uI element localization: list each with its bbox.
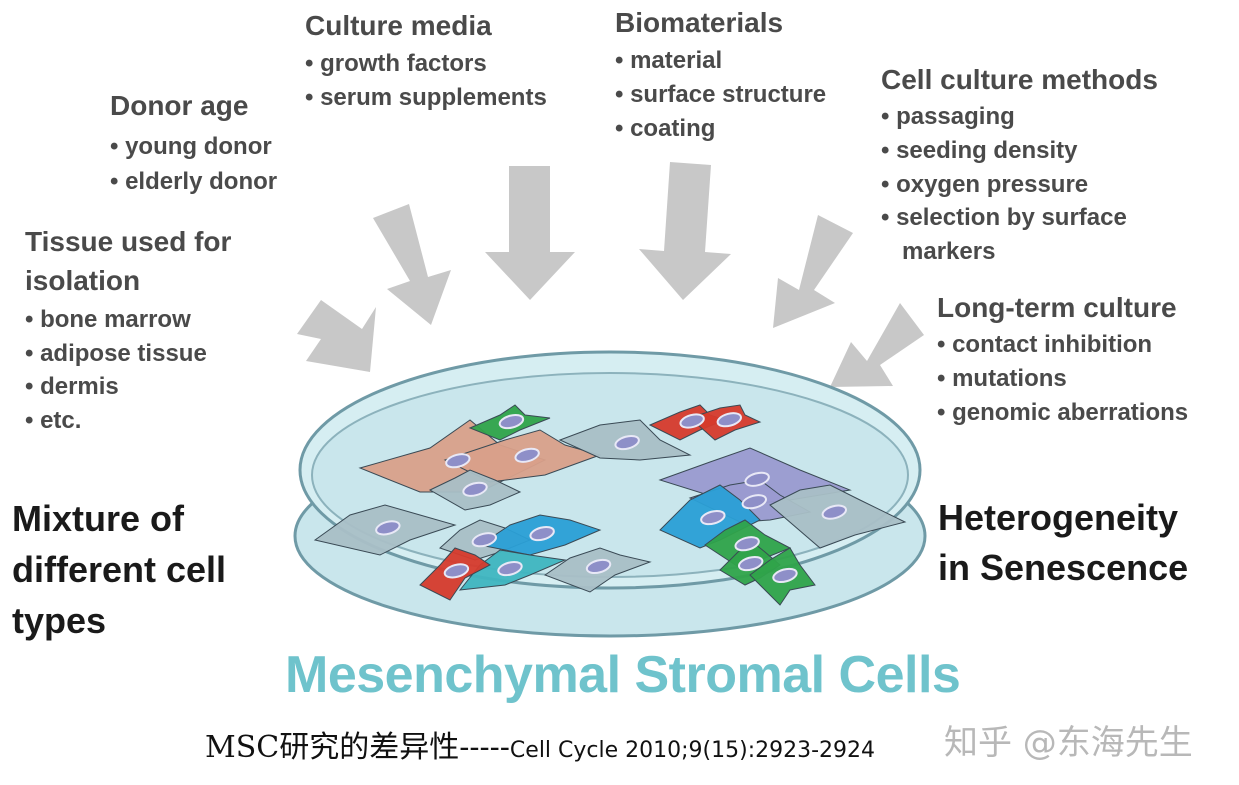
cell-nucleus (462, 481, 488, 497)
tissue-item: • bone marrow (25, 306, 191, 333)
cell-nucleus (700, 509, 726, 526)
cell-nucleus (471, 532, 497, 548)
cell-nucleus (772, 567, 798, 584)
long-term-item: • mutations (937, 365, 1067, 392)
cell-culture-methods-item: • selection by surface (881, 204, 1127, 231)
cell-nucleus (445, 453, 471, 469)
cell-nucleus (738, 555, 764, 572)
arrows-group (297, 162, 924, 387)
cell-nucleus (443, 563, 470, 579)
arrow-donor (373, 204, 451, 325)
arrow-tissue (297, 300, 376, 372)
arrow-media (485, 166, 575, 300)
cell-culture-methods-item: • oxygen pressure (881, 171, 1089, 198)
arrow-longterm (830, 303, 924, 387)
donor-age-title: Donor age (110, 90, 249, 121)
cell-culture-methods-item: • passaging (881, 103, 1015, 130)
cell-nucleus (734, 536, 760, 552)
left-label-line3: types (12, 600, 107, 641)
cell-nucleus (514, 447, 540, 463)
right-label-line2: in Senescence (938, 547, 1189, 588)
dish-label: Mesenchymal Stromal Cells (285, 646, 961, 704)
culture-media-title: Culture media (305, 10, 492, 41)
cell-nucleus (716, 412, 742, 428)
cell-culture-methods-item: • seeding density (881, 137, 1078, 164)
cell-nucleus (679, 413, 705, 429)
biomaterials-title: Biomaterials (615, 7, 784, 38)
donor-age-item: • young donor (110, 133, 272, 160)
tissue-item: • adipose tissue (25, 340, 207, 367)
tissue-title-line2: isolation (25, 265, 141, 296)
nuclei-group (375, 412, 847, 584)
cell-nucleus (529, 525, 555, 542)
left-label-line1: Mixture of (12, 498, 185, 539)
cell-culture-methods-item: markers (902, 238, 996, 265)
cell-nucleus (821, 504, 847, 520)
tissue-title-line1: Tissue used for (25, 226, 232, 257)
biomaterials-item: • surface structure (615, 81, 827, 108)
tissue-item: • dermis (25, 373, 119, 400)
cell-nucleus (744, 471, 770, 487)
long-term-title: Long-term culture (937, 292, 1177, 323)
cell-nucleus (585, 558, 612, 575)
arrow-methods (773, 215, 853, 328)
biomaterials-item: • material (615, 47, 723, 74)
caption-main: MSC研究的差异性----- (205, 730, 510, 765)
arrow-biomaterials (639, 162, 731, 300)
tissue-item: • etc. (25, 407, 82, 434)
cell-nucleus (741, 494, 767, 510)
caption-citation: Cell Cycle 2010;9(15):2923-2924 (509, 738, 876, 763)
cell-nucleus (498, 413, 525, 430)
cell-culture-methods-title: Cell culture methods (881, 64, 1158, 95)
donor-age-item: • elderly donor (110, 168, 278, 195)
long-term-item: • contact inhibition (937, 331, 1153, 358)
cell-nucleus (614, 434, 640, 451)
long-term-item: • genomic aberrations (937, 399, 1189, 426)
culture-media-item: • serum supplements (305, 84, 547, 111)
cell-nucleus (375, 520, 401, 536)
biomaterials-item: • coating (615, 115, 716, 142)
cell-nucleus (497, 560, 523, 577)
culture-media-item: • growth factors (305, 50, 487, 77)
watermark: 知乎 @东海先生 (944, 723, 1193, 763)
caption: MSC研究的差异性-----Cell Cycle 2010;9(15):2923… (205, 722, 875, 766)
right-label-line1: Heterogeneity (938, 497, 1179, 538)
left-label-line2: different cell (12, 549, 227, 590)
